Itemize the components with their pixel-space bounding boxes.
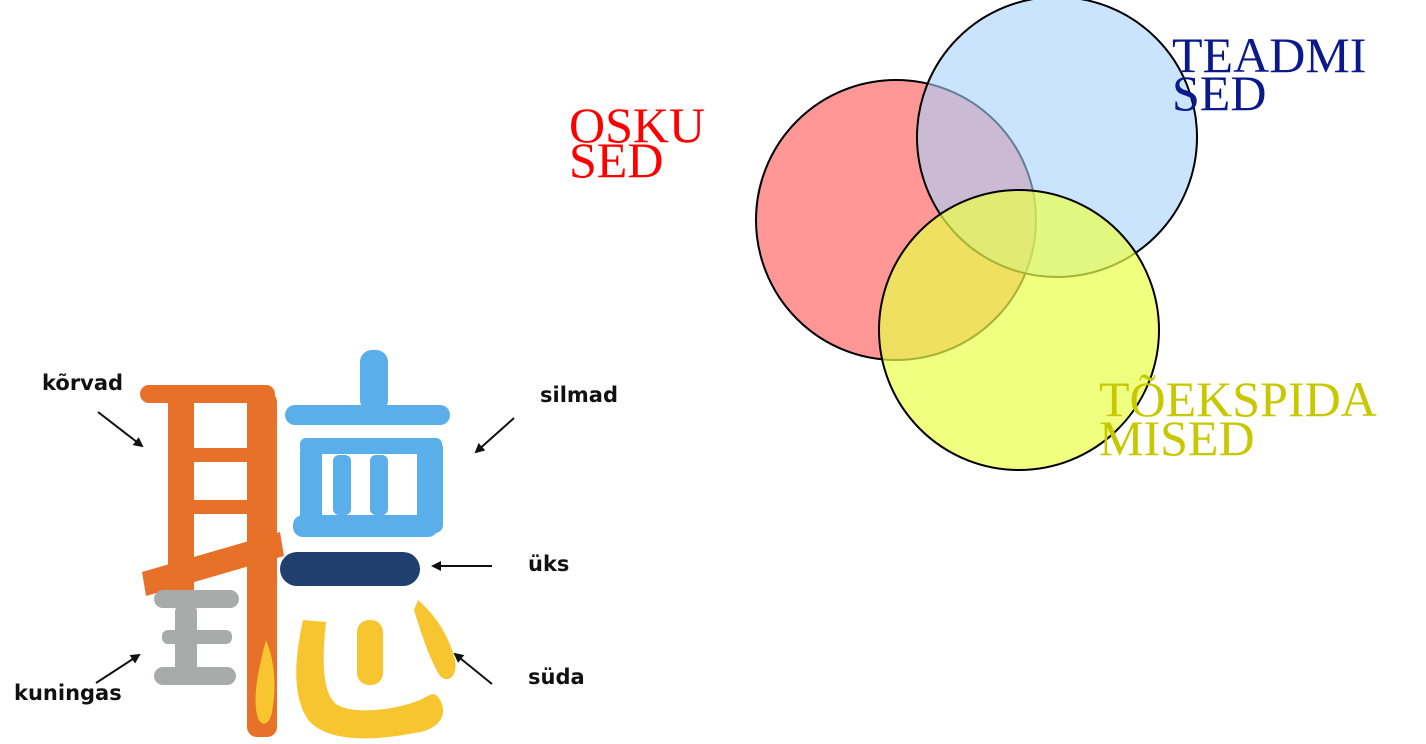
one-stroke — [280, 552, 420, 586]
arrow-king — [95, 653, 141, 684]
arrow-heart — [453, 652, 493, 685]
venn-circle-experiences — [878, 189, 1160, 471]
label-eyes: silmad — [540, 383, 618, 407]
arrow-eyes — [474, 417, 515, 454]
venn-label-experiences: TÕEKSPIDA MISED — [1099, 371, 1387, 466]
eyes-radical — [285, 350, 450, 537]
king-radical — [154, 590, 239, 685]
venn-label-skills: OSKU SED — [569, 97, 718, 188]
venn-label-knowledge: TEADMI SED — [1172, 27, 1379, 121]
label-one: üks — [528, 552, 569, 576]
venn-diagram: OSKU SED TEADMI SED TÕEKSPIDA MISED — [569, 0, 1387, 471]
ting-character-illustration: kõrvad silmad üks kuningas süda — [14, 350, 618, 739]
arrow-ears — [97, 411, 144, 448]
heart-radical — [255, 600, 456, 739]
label-king: kuningas — [14, 681, 122, 705]
label-heart: süda — [528, 665, 585, 689]
label-ears: kõrvad — [42, 371, 123, 395]
